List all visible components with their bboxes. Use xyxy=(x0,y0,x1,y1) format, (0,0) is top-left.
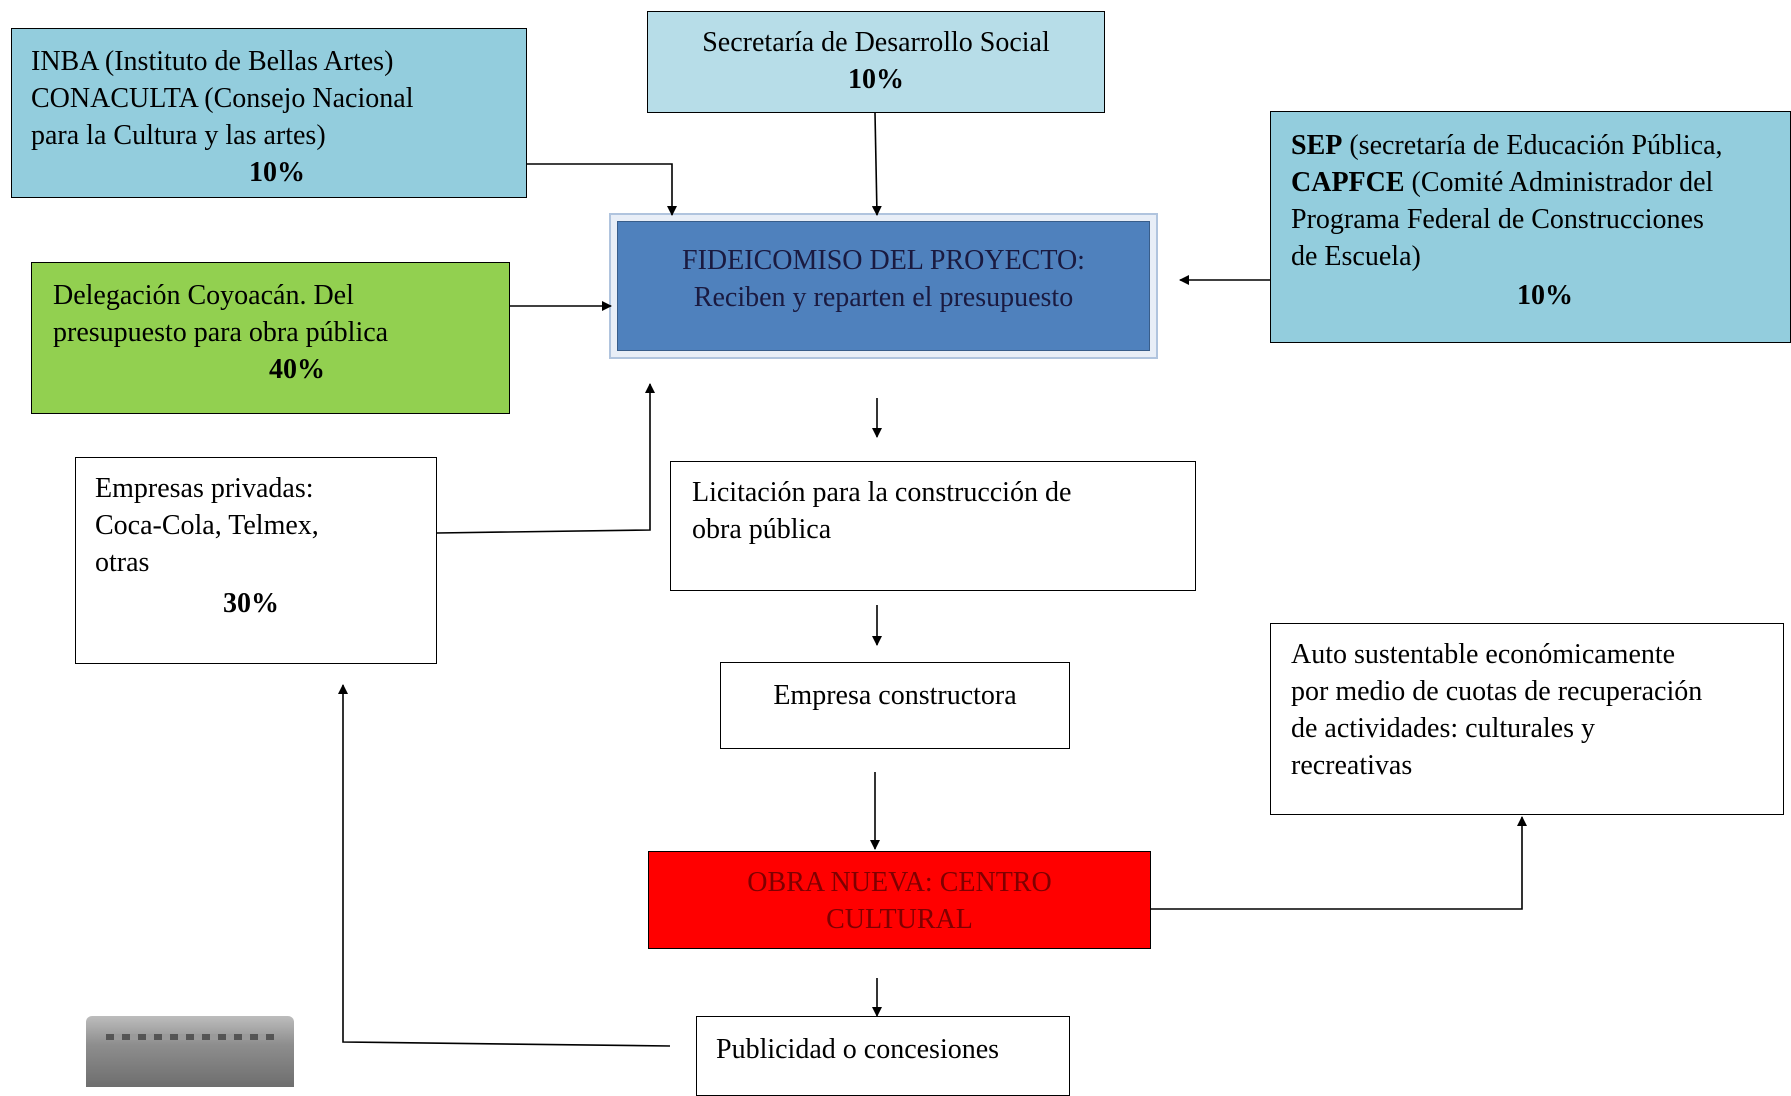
sep-acronym: SEP xyxy=(1291,130,1343,161)
arrow-obra-to-autosustentable xyxy=(1151,816,1527,910)
empresas-percent: 30% xyxy=(223,588,279,619)
empresas-line3: otras xyxy=(95,547,150,578)
arrow-empresas-to-fideicomiso xyxy=(436,383,655,534)
sep-description: (secretaría de Educación Pública, xyxy=(1342,130,1723,161)
fideicomiso-box: FIDEICOMISO DEL PROYECTO: Reciben y repa… xyxy=(617,221,1150,351)
empresas-line1: Empresas privadas: xyxy=(95,473,314,504)
sep-percent: 10% xyxy=(1517,280,1573,311)
fideicomiso-line1: FIDEICOMISO DEL PROYECTO: xyxy=(682,245,1085,276)
empresas-privadas-box: Empresas privadas: Coca-Cola, Telmex, ot… xyxy=(75,457,437,664)
inba-line2: CONACULTA (Consejo Nacional xyxy=(31,83,414,114)
arrow-publicidad-to-empresas xyxy=(338,684,671,1047)
licitacion-line2: obra pública xyxy=(692,514,832,545)
desarrollo-social-box: Secretaría de Desarrollo Social 10% xyxy=(647,11,1105,113)
desarrollo-social-percent: 10% xyxy=(848,64,904,95)
publicidad-label: Publicidad o concesiones xyxy=(716,1034,1000,1065)
inba-percent: 10% xyxy=(249,157,305,188)
coyoacan-line1: Delegación Coyoacán. Del xyxy=(53,280,354,311)
autosustentable-line1: Auto sustentable económicamente xyxy=(1291,639,1676,670)
coyoacan-line2: presupuesto para obra pública xyxy=(53,317,389,348)
obra-nueva-line2: CULTURAL xyxy=(826,904,973,935)
coyoacan-box: Delegación Coyoacán. Del presupuesto par… xyxy=(31,262,510,414)
capfce-description: (Comité Administrador del xyxy=(1404,167,1714,198)
inba-line1: INBA (Instituto de Bellas Artes) xyxy=(31,46,394,77)
empresas-line2: Coca-Cola, Telmex, xyxy=(95,510,319,541)
arrow-desarrollo-to-fideicomiso xyxy=(871,112,882,216)
fideicomiso-line2: Reciben y reparten el presupuesto xyxy=(693,282,1074,313)
obra-nueva-line1: OBRA NUEVA: CENTRO xyxy=(747,867,1052,898)
capfce-acronym: CAPFCE xyxy=(1291,167,1405,198)
sep-line1: SEP (secretaría de Educación Pública, xyxy=(1291,127,1790,164)
inba-conaculta-box: INBA (Instituto de Bellas Artes) CONACUL… xyxy=(11,28,527,198)
licitacion-box: Licitación para la construcción de obra … xyxy=(670,461,1196,591)
sep-line4: de Escuela) xyxy=(1291,241,1421,272)
sep-line2: CAPFCE (Comité Administrador del xyxy=(1291,164,1790,201)
autosustentable-line2: por medio de cuotas de recuperación xyxy=(1291,676,1703,707)
fideicomiso-frame: FIDEICOMISO DEL PROYECTO: Reciben y repa… xyxy=(609,213,1158,359)
coyoacan-percent: 40% xyxy=(269,354,325,385)
obra-nueva-box: OBRA NUEVA: CENTRO CULTURAL xyxy=(648,851,1151,949)
licitacion-line1: Licitación para la construcción de xyxy=(692,477,1072,508)
constructora-box: Empresa constructora xyxy=(720,662,1070,749)
inba-line3: para la Cultura y las artes) xyxy=(31,120,326,151)
autosustentable-line4: recreativas xyxy=(1291,750,1413,781)
constructora-label: Empresa constructora xyxy=(773,680,1017,711)
desarrollo-social-label: Secretaría de Desarrollo Social xyxy=(702,27,1050,58)
sep-capfce-box: SEP (secretaría de Educación Pública, CA… xyxy=(1270,111,1791,343)
autosustentable-line3: de actividades: culturales y xyxy=(1291,713,1595,744)
publicidad-box: Publicidad o concesiones xyxy=(696,1016,1070,1096)
autosustentable-box: Auto sustentable económicamente por medi… xyxy=(1270,623,1784,815)
building-photo-thumbnail xyxy=(86,1016,294,1087)
sep-line3: Programa Federal de Construcciones xyxy=(1291,204,1704,235)
arrow-inba-to-fideicomiso xyxy=(527,163,677,216)
